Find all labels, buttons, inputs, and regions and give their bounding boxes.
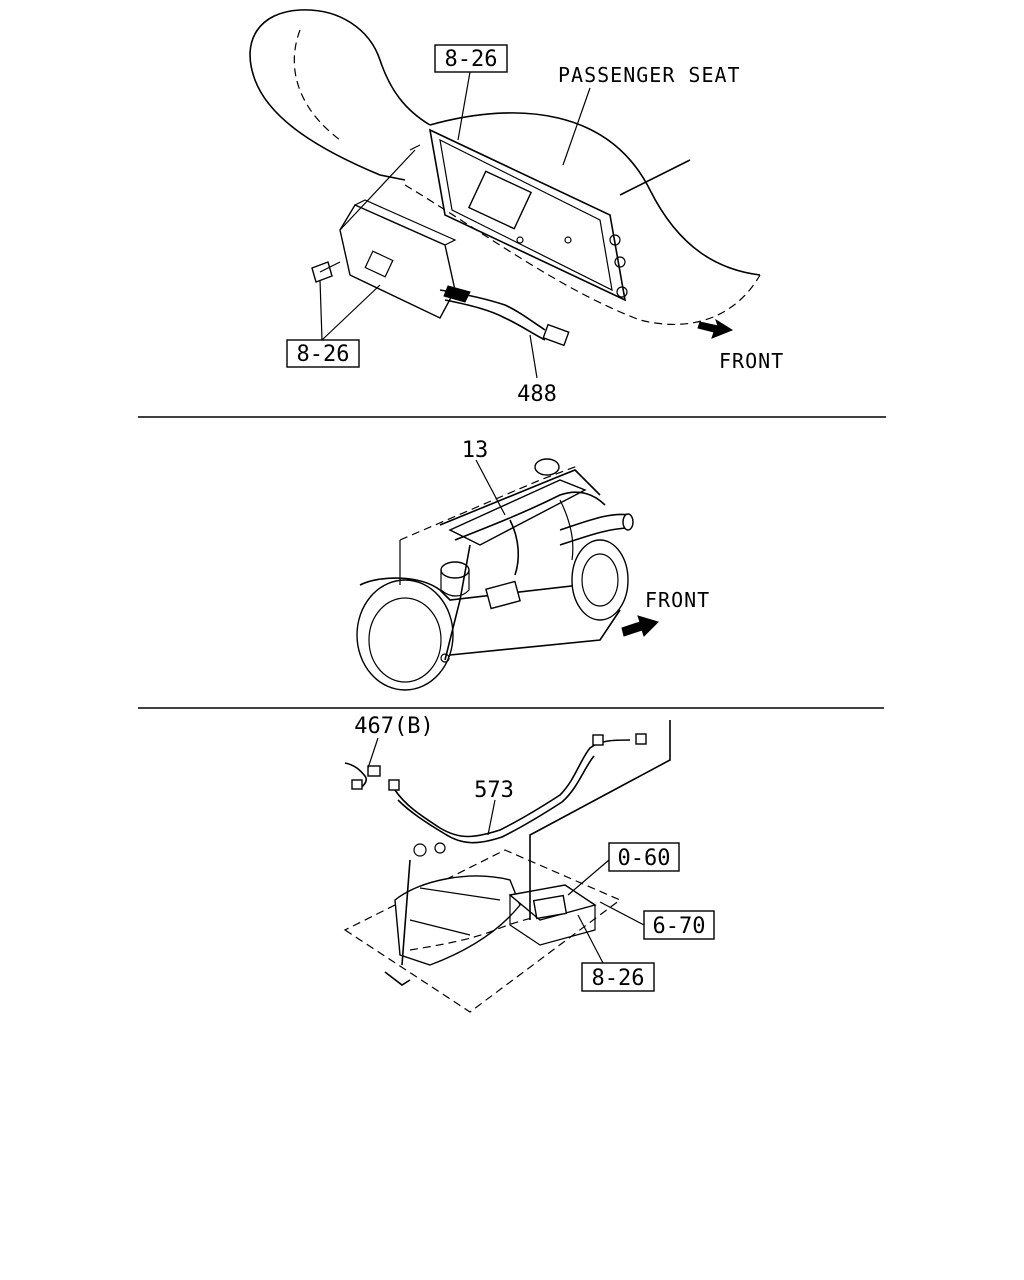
top-panel: 8-26 PASSENGER SEAT 8-26 FRONT 488	[249, 9, 784, 407]
connector-467b-label: 467(B)	[354, 714, 433, 739]
ref-0-60: 0-60	[618, 846, 671, 871]
leader-8-26	[577, 914, 604, 964]
leader-6-70	[599, 901, 645, 926]
ref-6-70: 6-70	[653, 914, 706, 939]
passenger-seat-drawing	[249, 9, 761, 325]
ref-box-0-60	[608, 842, 680, 872]
leader-8-26-lower-b	[321, 284, 381, 341]
leader-8-26-upper	[457, 71, 471, 141]
ref-box-6-70	[643, 910, 715, 940]
harness-573-drawing	[388, 720, 671, 966]
part-number-13: 13	[462, 438, 489, 463]
front-arrow-middle	[621, 615, 659, 637]
connector-467b-drawing	[344, 762, 381, 790]
middle-panel: 13 FRONT	[356, 438, 710, 691]
leader-passenger-seat	[562, 87, 591, 166]
leader-467b	[367, 737, 379, 769]
ref-8-26-upper: 8-26	[445, 47, 498, 72]
engine-drawing	[356, 458, 634, 691]
harness-573-label: 573	[474, 778, 514, 803]
leader-488	[529, 334, 538, 379]
harness-488-drawing	[439, 285, 570, 347]
floor-drawing	[343, 849, 622, 1013]
ref-box-lower	[286, 339, 360, 368]
part-number-488: 488	[517, 382, 557, 407]
front-arrow-top	[697, 318, 734, 339]
leader-13	[475, 459, 506, 516]
ref-box-upper	[434, 44, 508, 73]
control-unit-drawing	[311, 144, 457, 319]
ref-box-8-26	[581, 962, 655, 992]
front-label-middle: FRONT	[645, 588, 710, 612]
bottom-panel: 467(B) 573 0-60 6-70 8-26	[343, 714, 715, 1013]
front-label-top: FRONT	[719, 349, 784, 373]
leader-0-60	[567, 859, 610, 896]
leader-573	[487, 799, 496, 836]
ref-8-26-lower: 8-26	[297, 342, 350, 367]
passenger-seat-label: PASSENGER SEAT	[558, 63, 741, 87]
leader-8-26-lower-a	[319, 279, 323, 341]
ref-8-26-bottom: 8-26	[592, 966, 645, 991]
